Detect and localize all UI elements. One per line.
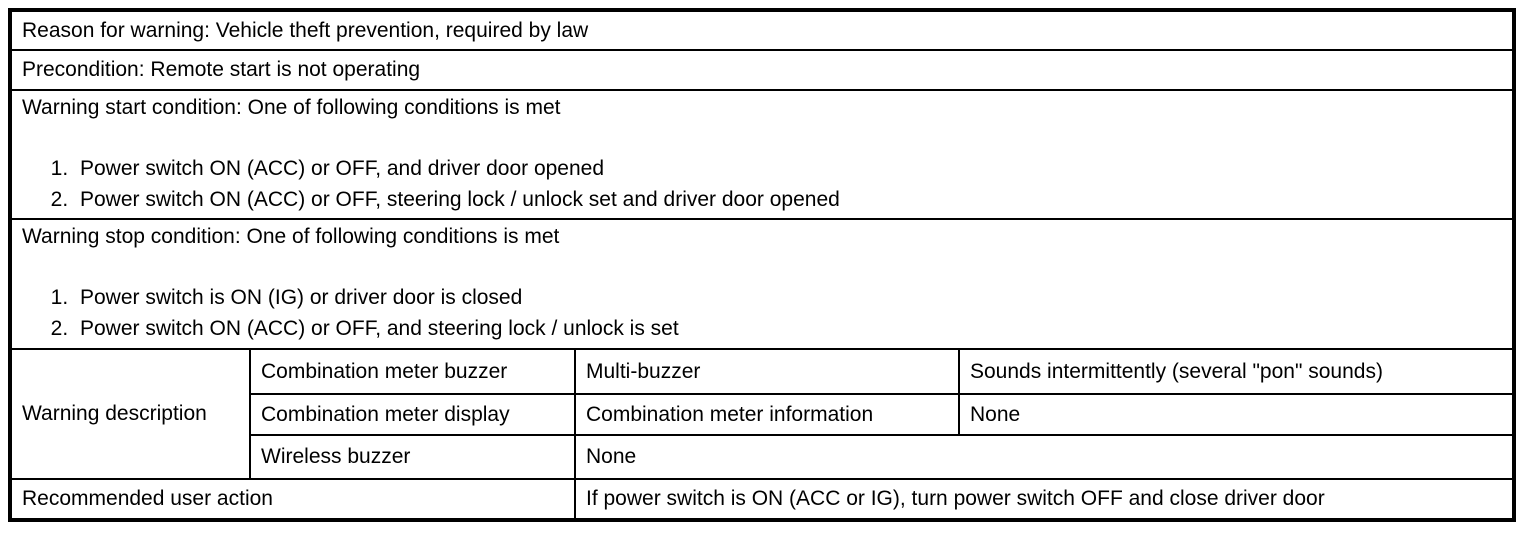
behavior-cell: None [573,434,1516,480]
list-item: Power switch is ON (IG) or driver door i… [74,282,1502,313]
warning-start-condition-intro: Warning start condition: One of followin… [22,95,561,119]
behavior-cell: Sounds intermittently (several "pon" sou… [957,348,1516,395]
list-item: Power switch ON (ACC) or OFF, and steeri… [74,313,1502,344]
warning-description-label-cell: Warning description [9,348,251,480]
table-row: Reason for warning: Vehicle theft preven… [8,9,1516,51]
recommended-user-action-label-cell: Recommended user action [9,478,576,521]
precondition-cell: Precondition: Remote start is not operat… [8,49,1516,91]
table-row: Wireless buzzer None [10,434,1516,480]
channel-cell: Combination meter information [574,393,960,436]
device-cell: Combination meter buzzer [249,348,576,395]
warning-stop-condition-list: Power switch is ON (IG) or driver door i… [22,282,1502,344]
channel-cell: Multi-buzzer [574,348,960,395]
list-item: Power switch ON (ACC) or OFF, and driver… [74,153,1502,184]
warning-stop-condition-cell: Warning stop condition: One of following… [8,218,1516,350]
recommended-user-action-value-cell: If power switch is ON (ACC or IG), turn … [573,478,1516,521]
table-row: Precondition: Remote start is not operat… [8,49,1516,91]
table-row: Warning start condition: One of followin… [8,89,1516,220]
warning-start-condition-cell: Warning start condition: One of followin… [8,89,1516,220]
warning-spec-table: Reason for warning: Vehicle theft preven… [8,8,1517,522]
list-item: Power switch ON (ACC) or OFF, steering l… [74,184,1502,215]
warning-stop-condition-intro: Warning stop condition: One of following… [22,225,560,248]
device-cell: Wireless buzzer [249,434,576,480]
table-row: Recommended user action If power switch … [9,478,1516,521]
behavior-cell: None [957,393,1516,436]
table-row: Combination meter display Combination me… [10,393,1516,436]
table-row: Warning stop condition: One of following… [8,218,1516,350]
warning-start-condition-list: Power switch ON (ACC) or OFF, and driver… [22,153,1502,215]
reason-for-warning-cell: Reason for warning: Vehicle theft preven… [8,9,1516,51]
device-cell: Combination meter display [249,393,576,436]
table-row: Warning description Combination meter bu… [9,348,1516,480]
